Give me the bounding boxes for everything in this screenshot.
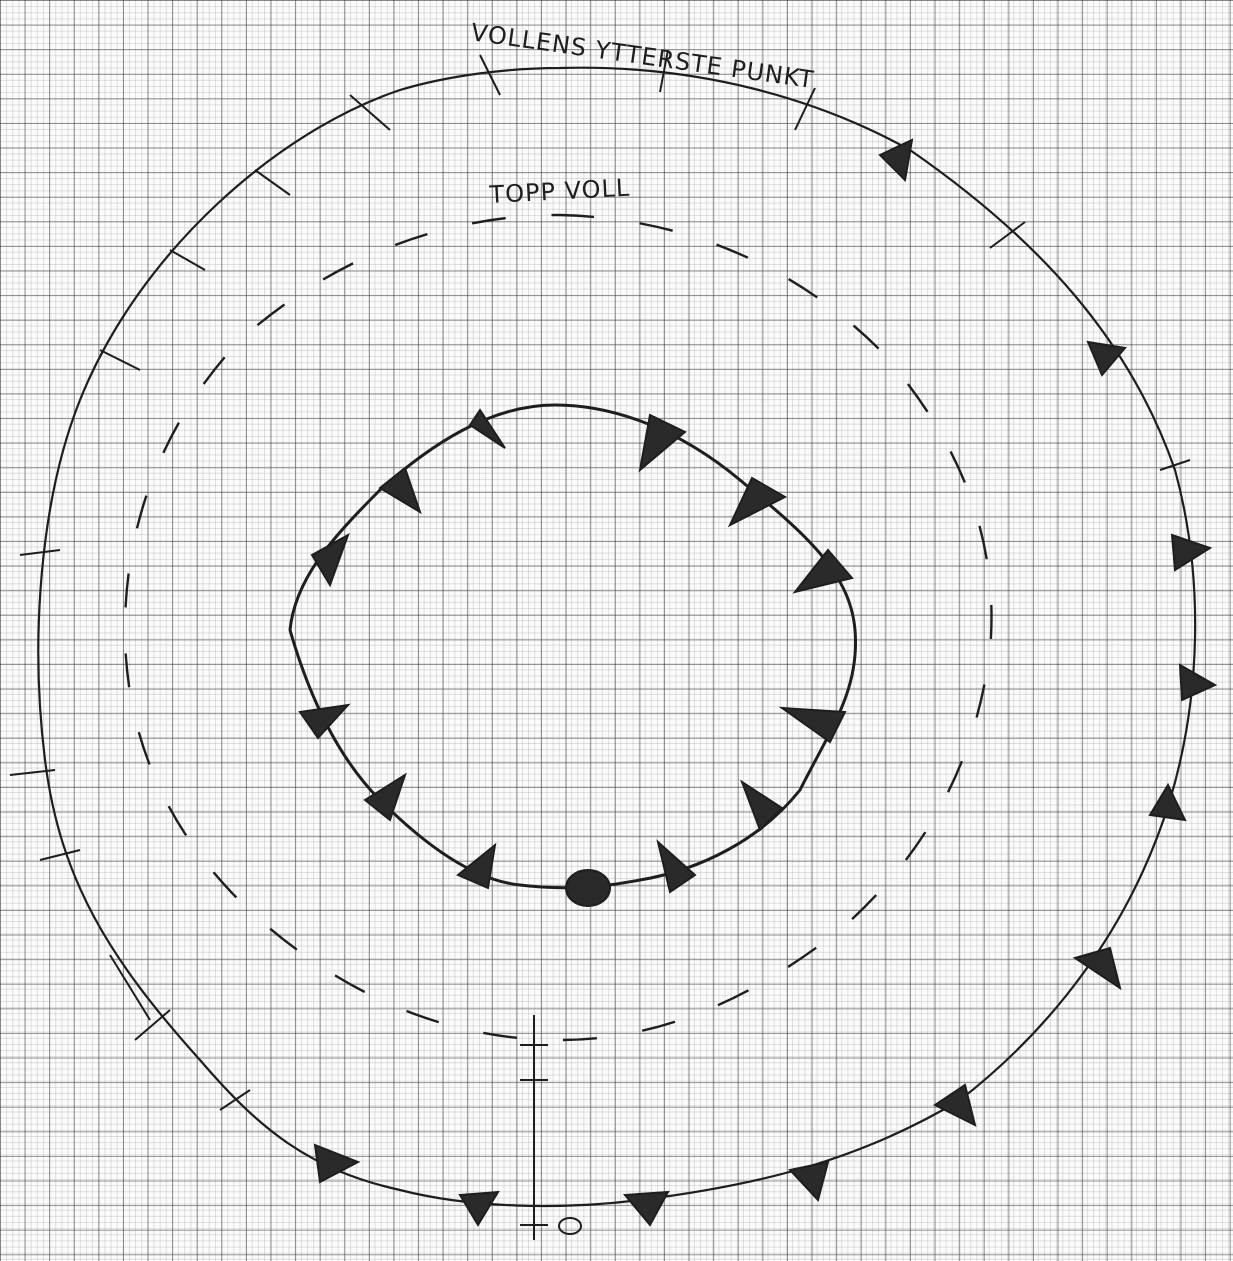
outer-triangle-marker <box>625 1192 668 1225</box>
outer-triangle-marker <box>460 1192 498 1225</box>
outer-boundary-label: VOLLENS YTTERSTE PUNKT <box>469 18 816 94</box>
inner-ring-triangle-markers <box>300 410 852 892</box>
outer-boundary-ring <box>38 68 1195 1206</box>
inner-triangle-marker <box>782 708 845 742</box>
hatched-marker <box>566 870 610 906</box>
origin-marker <box>559 1218 581 1234</box>
crest-dashed-ring <box>125 215 992 1040</box>
outer-ring-tick-marks <box>10 50 1190 1110</box>
inner-triangle-marker <box>380 468 420 512</box>
outer-triangle-marker <box>880 140 912 180</box>
inner-triangle-marker <box>365 775 405 820</box>
outer-triangle-marker <box>1150 785 1185 820</box>
outer-triangle-marker <box>790 1162 828 1200</box>
inner-triangle-marker <box>730 478 785 525</box>
outer-triangle-marker <box>1180 665 1215 700</box>
outer-triangle-marker <box>1088 342 1125 375</box>
outer-triangle-marker <box>1172 535 1210 570</box>
inner-triangle-marker <box>300 705 348 738</box>
outer-triangle-marker <box>935 1085 975 1125</box>
outer-triangle-marker <box>1075 948 1120 988</box>
inner-triangle-marker <box>742 782 782 830</box>
crest-label: TOPP VOLL <box>488 174 631 209</box>
